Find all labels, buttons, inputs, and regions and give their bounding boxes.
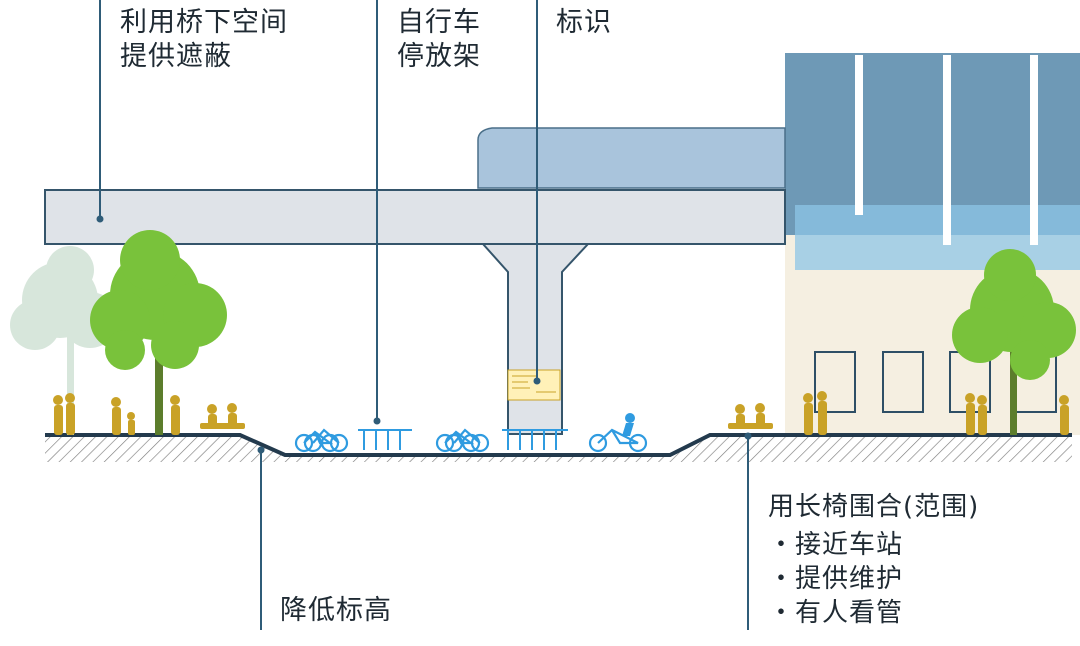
bike-rack-icons <box>358 429 568 450</box>
tree-left-icon <box>90 230 227 435</box>
leader-bike-rack-dot <box>373 417 381 425</box>
bicycle-icons <box>294 428 648 453</box>
leader-bench-dot <box>744 432 752 440</box>
label-signage: 标识 <box>556 7 612 38</box>
label-bridge-shelter: 利用桥下空间 提供遮蔽 <box>120 6 288 74</box>
cyclist-icon <box>622 413 635 436</box>
ground-hatch <box>45 435 1072 462</box>
bullet-supervised: ・有人看管 <box>768 598 904 628</box>
tree-faded-icon <box>10 246 118 435</box>
label-bike-rack: 自行车 停放架 <box>397 6 481 74</box>
label-bench-enclosure: 用长椅围合(范围) <box>768 492 980 522</box>
label-lower-elevation: 降低标高 <box>280 595 392 626</box>
ground-line <box>45 433 1072 457</box>
label-bridge-shelter-line-2: 提供遮蔽 <box>120 41 232 72</box>
leader-signage-dot <box>533 377 541 385</box>
leader-bridge-dot <box>96 215 104 223</box>
label-bike-rack-line-1: 自行车 <box>397 7 481 38</box>
viaduct-deck <box>44 189 786 245</box>
viaduct-pier <box>480 243 591 435</box>
elevated-track-canopy <box>477 127 786 189</box>
signage-panel <box>507 369 561 401</box>
people-icons <box>53 391 1069 435</box>
leader-lower-elevation-dot <box>257 446 265 454</box>
bullet-list: ・接近车站 ・提供维护 ・有人看管 <box>768 528 903 630</box>
bullet-maintenance: ・提供维护 <box>768 564 904 594</box>
tree-right-icon <box>952 249 1076 435</box>
label-bike-rack-line-2: 停放架 <box>397 41 481 72</box>
bullet-near-station: ・接近车站 <box>768 530 904 560</box>
leader-lines <box>96 0 752 630</box>
label-bridge-shelter-line-1: 利用桥下空间 <box>120 7 288 38</box>
